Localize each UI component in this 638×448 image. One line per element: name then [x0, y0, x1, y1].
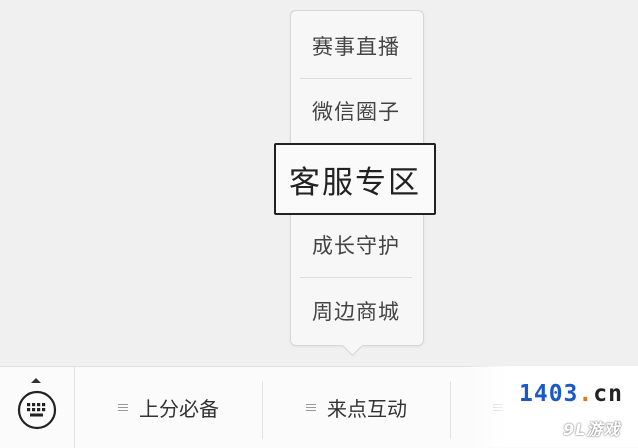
tab-divider — [262, 381, 263, 439]
caret-up-icon — [31, 378, 41, 383]
bottom-menu-bar: 上分必备 来点互动 — [0, 366, 638, 448]
tab-label: 来点互动 — [327, 397, 407, 421]
tab-level-up-essentials[interactable]: 上分必备 — [75, 367, 262, 448]
menu-item-growth-guard[interactable]: 成长守护 — [312, 234, 400, 258]
menu-item-wechat-circle[interactable]: 微信圈子 — [312, 100, 400, 124]
tab-interaction[interactable]: 来点互动 — [263, 367, 450, 448]
menu-divider — [300, 78, 412, 79]
menu-lines-icon — [493, 402, 503, 413]
tab-divider — [450, 381, 451, 439]
menu-divider — [300, 277, 412, 278]
menu-lines-icon — [306, 402, 316, 413]
tab-label: 上分必备 — [139, 397, 219, 421]
keyboard-icon — [17, 390, 57, 429]
tab-third[interactable] — [451, 367, 638, 448]
menu-item-customer-service[interactable]: 客服专区 — [274, 143, 436, 215]
menu-item-merch-store[interactable]: 周边商城 — [312, 300, 400, 324]
menu-item-live-events[interactable]: 赛事直播 — [312, 35, 400, 59]
keyboard-toggle-button[interactable] — [0, 367, 75, 448]
menu-lines-icon — [118, 402, 128, 413]
